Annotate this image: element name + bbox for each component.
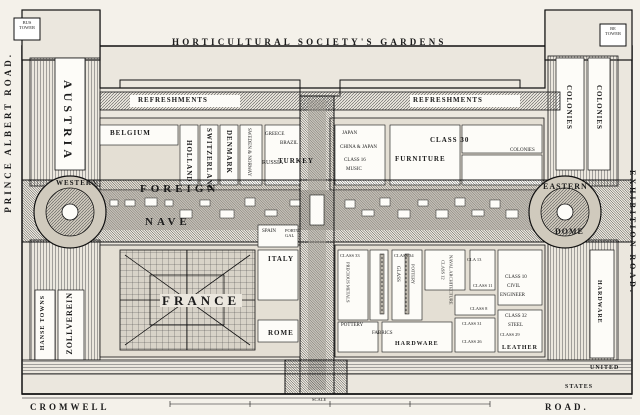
foreign-nave-label-1: FOREIGN [140,183,220,195]
country-states: STATES [565,384,594,390]
country-turkey: TURKEY [278,157,314,165]
class-12: CLASS 12 [440,260,446,280]
class-music: MUSIC [346,167,362,172]
country-portugal: PORTU GAL [285,228,300,238]
road-bottom-left-label: CROMWELL [30,402,110,412]
class-civil: CIVIL [507,284,521,289]
scale-label: SCALE [312,397,327,402]
class-16: CLASS 16 [344,158,366,163]
class-pottery-v: POTTERY [410,264,416,285]
country-france: FRANCE [160,293,243,308]
refreshments-right: REFRESHMENTS [413,96,483,104]
class-30: CLASS 30 [430,136,470,144]
class-hardware-v: HARDWARE [596,280,602,324]
eastern-dome-label-bottom: DOME [555,227,584,236]
tower-ne-label: BE TOWER [605,26,621,36]
scale-bar [169,401,491,407]
class-8: CLASS 8 [470,306,488,311]
road-top-label: HORTICULTURAL SOCIETY'S GARDENS [172,37,447,47]
class-32: CLASS 32 [505,314,527,319]
tower-ne [599,23,627,47]
country-holland: HOLLAND [185,140,193,183]
eastern-dome-label-top: EASTERN [543,182,588,191]
class-hardware: HARDWARE [395,341,439,347]
country-denmark: DENMARK [225,130,233,174]
class-leather: LEATHER [502,345,538,351]
country-greece: GREECE [265,132,285,137]
road-right-label: EXHIBITION ROAD. [628,170,637,295]
country-sweden: SWEDEN & NORWAY [246,128,251,177]
country-colonies-3: COLONIES [510,148,535,153]
class-31: CLASS 31 [462,321,482,326]
western-dome-label: WESTERN [56,179,99,187]
road-left-label: PRINCE ALBERT ROAD. [3,52,13,213]
foreign-nave-label-2: NAVE [145,216,191,228]
class-pottery: POTTERY [341,323,364,328]
country-belgium: BELGIUM [110,129,151,137]
tower-nw-label: BUS TOWER [19,20,35,30]
country-austria: AUSTRIA [61,80,75,163]
refreshments-left: REFRESHMENTS [138,96,208,104]
country-colonies-1: COLONIES [565,85,573,130]
class-33: CLASS 33 [340,253,360,258]
class-naval: NAVAL ARCHITECTURE [448,255,454,305]
class-34: CLASS 34 [394,253,414,258]
road-bottom-right-label: ROAD. [545,402,589,412]
class-26: CLASS 26 [462,339,482,344]
country-italy: ITALY [268,255,295,263]
country-hanse: HANSE TOWNS [40,295,46,351]
country-brazil: BRAZIL [280,141,299,146]
country-switzerland: SWITZERLAND [205,128,213,192]
class-glass: GLASS [395,266,400,282]
class-precious: PRECIOUS METALS [345,262,351,303]
country-spain: SPAIN [262,229,276,234]
class-furniture: FURNITURE [395,155,446,163]
class-11: CLASS 11 [473,283,493,288]
country-russia: RUSSIA [262,160,284,166]
country-zollverein: ZOLLVEREIN [65,292,74,355]
class-29: CLASS 29 [500,332,520,337]
country-united: UNITED [590,365,620,371]
class-10: CLASS 10 [505,275,527,280]
country-china: CHINA & JAPAN [340,145,378,150]
tower-nw [13,17,41,41]
country-japan: JAPAN [342,131,358,136]
class-fabrics: FABRICS [372,331,393,336]
class-steel: STEEL [508,323,523,328]
country-colonies-2: COLONIES [595,85,603,130]
class-13: CLA 13 [467,257,482,262]
class-engineer: ENGINEER [500,293,525,298]
country-rome: ROME [268,329,294,337]
